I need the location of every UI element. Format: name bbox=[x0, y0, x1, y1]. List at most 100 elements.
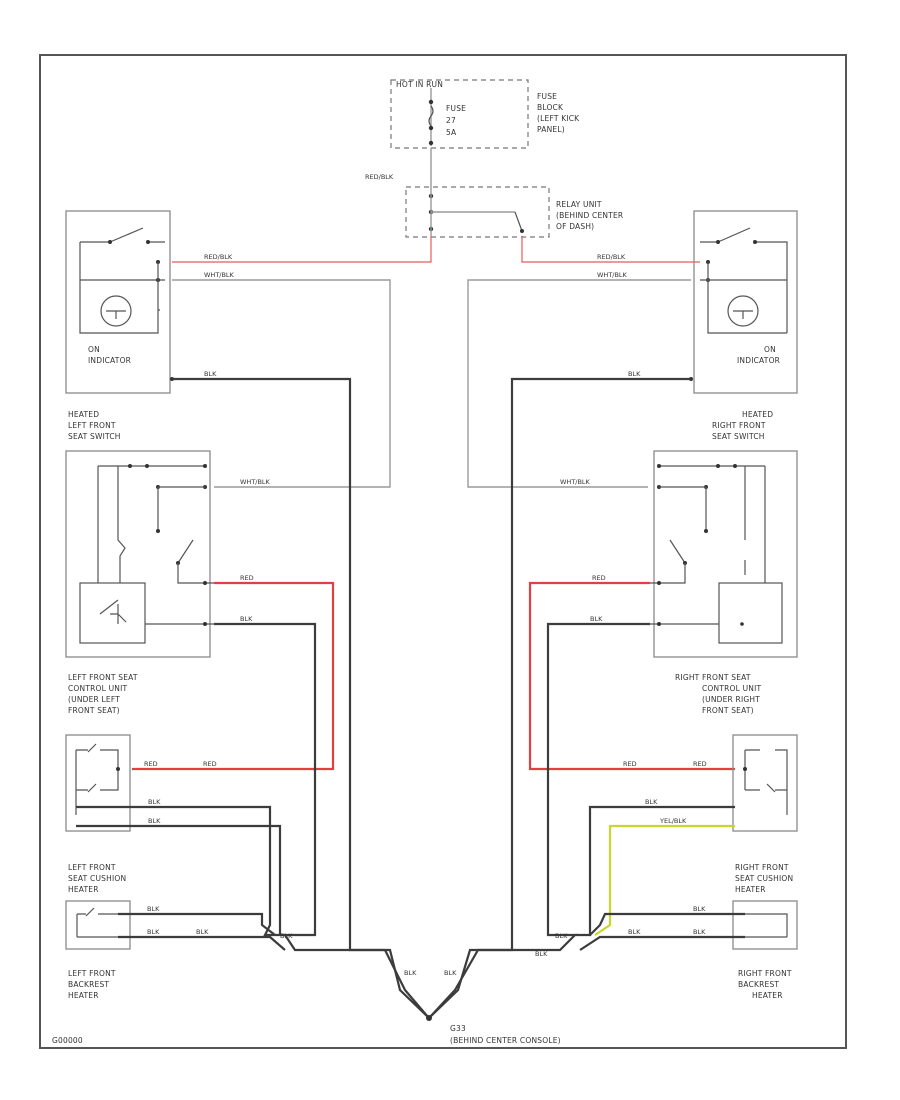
wire-label-blk-lcu-3: BLK bbox=[196, 928, 209, 936]
wire-label-red-right: RED bbox=[592, 574, 606, 582]
wire-red-blk-left bbox=[172, 236, 432, 263]
wire-label-blk-g-1: BLK bbox=[404, 969, 417, 977]
wire-label-blk-rcu-4: BLK bbox=[555, 932, 568, 940]
right-switch-title-3: SEAT SWITCH bbox=[712, 432, 765, 441]
wire-label-blk-lc-2: BLK bbox=[148, 817, 161, 825]
left-backrest-title-2: BACKREST bbox=[68, 980, 109, 989]
wire-blk-right-cushion-2 bbox=[579, 935, 745, 951]
right-indicator-label-2: INDICATOR bbox=[737, 356, 780, 365]
figure-id: G00000 bbox=[52, 1036, 83, 1045]
wire-blk-right-control-1 bbox=[575, 805, 735, 937]
right-indicator-label-1: ON bbox=[764, 345, 776, 354]
wire-label-blk-left-sw: BLK bbox=[240, 615, 253, 623]
wire-label-fuse-relay: RED/BLK bbox=[365, 173, 394, 181]
ground-point bbox=[426, 1015, 432, 1021]
left-backrest-title-3: HEATER bbox=[68, 991, 99, 1000]
relay-desc-2: (BEHIND CENTER bbox=[556, 211, 623, 220]
wire-label-red-right-3: RED bbox=[693, 760, 707, 768]
left-cushion-title-3: HEATER bbox=[68, 885, 99, 894]
wire-blk-left-control-1 bbox=[76, 805, 285, 937]
wire-wht-blk-left-loop bbox=[172, 279, 391, 488]
left-switch-upper bbox=[65, 210, 174, 394]
wire-label-blk-lcu-4: BLK bbox=[280, 932, 293, 940]
wire-label-blk-rcu-2: BLK bbox=[693, 928, 706, 936]
left-cushion-heater bbox=[65, 900, 131, 950]
wire-red-left bbox=[132, 581, 335, 771]
diagram-frame bbox=[39, 54, 847, 1049]
relay-desc-1: RELAY UNIT bbox=[556, 200, 602, 209]
left-cushion-title-2: SEAT CUSHION bbox=[68, 874, 126, 883]
fuse-desc-4: PANEL) bbox=[537, 125, 565, 134]
relay-unit bbox=[405, 186, 550, 238]
right-backrest-title-2: BACKREST bbox=[738, 980, 779, 989]
fuse-line-2: 27 bbox=[446, 116, 456, 125]
left-switch-title-1: HEATED bbox=[68, 410, 99, 419]
fuse-line-3: 5A bbox=[446, 128, 457, 137]
left-control-title-1: LEFT FRONT SEAT bbox=[68, 673, 138, 682]
left-indicator-label-1: ON bbox=[88, 345, 100, 354]
right-cushion-title-2: SEAT CUSHION bbox=[735, 874, 793, 883]
wire-blk-left-control-2 bbox=[76, 824, 282, 935]
relay-desc-3: OF DASH) bbox=[556, 222, 594, 231]
right-backrest-title-3: HEATER bbox=[752, 991, 783, 1000]
wire-label-blk-lcu-2: BLK bbox=[147, 928, 160, 936]
left-control-title-4: FRONT SEAT) bbox=[68, 706, 120, 715]
wire-label-wht-blk-left-2: WHT/BLK bbox=[240, 478, 271, 486]
right-switch-title-2: RIGHT FRONT bbox=[712, 421, 766, 430]
wire-yel-blk-right-control bbox=[594, 824, 735, 936]
left-control-title-3: (UNDER LEFT bbox=[68, 695, 120, 704]
wire-label-red-blk-right: RED/BLK bbox=[597, 253, 626, 261]
wire-label-blk-rcu-3: BLK bbox=[628, 928, 641, 936]
wire-label-wht-blk-right-2: WHT/BLK bbox=[560, 478, 591, 486]
right-switch-upper bbox=[689, 210, 798, 394]
wire-blk-left-cushion-1 bbox=[118, 912, 276, 936]
wire-label-blk-rcu-5: BLK bbox=[535, 950, 548, 958]
right-control-title-3: (UNDER RIGHT bbox=[702, 695, 760, 704]
wire-red-right bbox=[528, 581, 735, 771]
wire-label-red-blk-left: RED/BLK bbox=[204, 253, 233, 261]
right-control-unit bbox=[732, 734, 798, 832]
wire-label-yel-blk: YEL/BLK bbox=[659, 817, 687, 825]
wire-blk-left-cushion-2 bbox=[118, 935, 286, 951]
left-switch-title-2: LEFT FRONT bbox=[68, 421, 116, 430]
wire-blk-right-indicator bbox=[429, 377, 691, 1018]
ground-location: (BEHIND CENTER CONSOLE) bbox=[450, 1036, 561, 1045]
fuse-desc-1: FUSE bbox=[537, 92, 557, 101]
ground-id: G33 bbox=[450, 1024, 466, 1033]
wire-blk-left-switch bbox=[214, 622, 429, 1018]
right-cushion-title-1: RIGHT FRONT bbox=[735, 863, 789, 872]
left-backrest-title-1: LEFT FRONT bbox=[68, 969, 116, 978]
wire-label-blk-right-ind: BLK bbox=[628, 370, 641, 378]
wire-red-blk-right bbox=[521, 236, 700, 263]
wire-label-blk-left-ind: BLK bbox=[204, 370, 217, 378]
fuse-block-top-label: HOT IN RUN bbox=[396, 80, 443, 89]
fuse-line-1: FUSE bbox=[446, 104, 466, 113]
left-indicator-label-2: INDICATOR bbox=[88, 356, 131, 365]
wire-label-wht-blk-right: WHT/BLK bbox=[597, 271, 628, 279]
right-cushion-heater bbox=[732, 900, 798, 950]
wire-blk-right-switch bbox=[429, 622, 650, 1018]
wire-label-red-left: RED bbox=[240, 574, 254, 582]
right-backrest-title-1: RIGHT FRONT bbox=[738, 969, 792, 978]
wire-label-red-left-3: RED bbox=[203, 760, 217, 768]
wire-label-blk-lcu-1: BLK bbox=[147, 905, 160, 913]
right-cushion-title-3: HEATER bbox=[735, 885, 766, 894]
wire-label-blk-g-2: BLK bbox=[444, 969, 457, 977]
left-control-unit bbox=[65, 734, 131, 832]
left-switch-title-3: SEAT SWITCH bbox=[68, 432, 121, 441]
wire-label-blk-lc-1: BLK bbox=[148, 798, 161, 806]
wire-label-wht-blk-left: WHT/BLK bbox=[204, 271, 235, 279]
wire-label-red-left-2: RED bbox=[144, 760, 158, 768]
wire-label-red-right-2: RED bbox=[623, 760, 637, 768]
right-control-title-1: RIGHT FRONT SEAT bbox=[675, 673, 751, 682]
fuse-block-description: FUSE BLOCK (LEFT KICK PANEL) bbox=[537, 92, 580, 134]
right-switch-title-1: HEATED bbox=[742, 410, 773, 419]
wire-wht-blk-right-loop bbox=[467, 279, 691, 488]
wire-label-blk-rc-1: BLK bbox=[645, 798, 658, 806]
right-control-title-4: FRONT SEAT) bbox=[702, 706, 754, 715]
left-cushion-title-1: LEFT FRONT bbox=[68, 863, 116, 872]
fuse-desc-2: BLOCK bbox=[537, 103, 564, 112]
fuse-block: HOT IN RUN FUSE 27 5A bbox=[390, 79, 529, 149]
right-control-title-2: CONTROL UNIT bbox=[702, 684, 762, 693]
